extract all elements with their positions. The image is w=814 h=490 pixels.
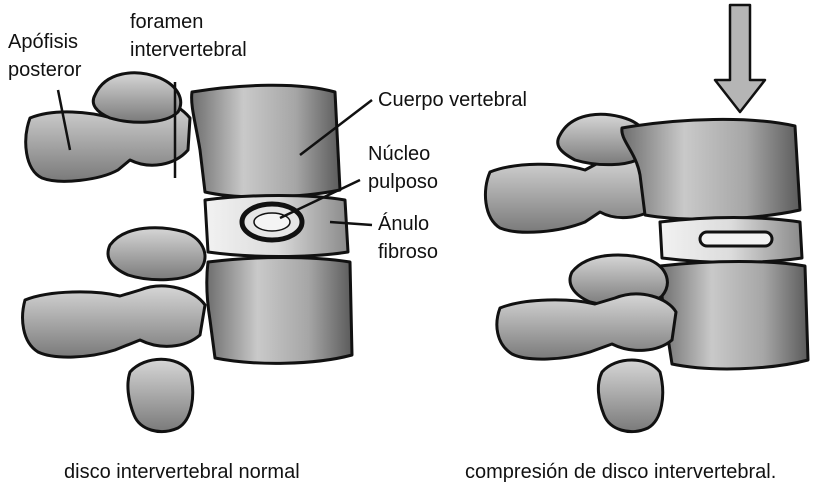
label-anulo-line1: Ánulo [378,212,429,236]
caption-normal-disc: disco intervertebral normal [64,460,300,484]
label-nucleo-line2: pulposo [368,170,438,194]
label-apofisis-line1: Apófisis [8,30,78,54]
right-inferior-knob [598,360,662,432]
caption-compressed-disc: compresión de disco intervertebral. [465,460,776,484]
left-inferior-knob [128,359,193,431]
left-spine [23,73,352,432]
label-nucleo-line1: Núcleo [368,142,430,166]
label-foramen-line2: intervertebral [130,38,247,62]
right-posterior-process-lower [497,294,676,359]
left-lower-vertebral-body [207,258,352,364]
right-posterior-process-upper [485,156,660,233]
compression-arrow-icon [715,5,765,112]
left-posterior-process-lower [23,286,205,357]
left-middle-facet [108,228,205,280]
right-spine [485,114,808,431]
label-cuerpo-vertebral: Cuerpo vertebral [378,88,527,112]
right-compressed-nucleus [700,232,772,246]
label-apofisis-line2: posteror [8,58,81,82]
right-upper-vertebral-body [622,119,800,219]
label-foramen-line1: foramen [130,10,203,34]
label-anulo-line2: fibroso [378,240,438,264]
left-superior-facet [93,73,180,122]
right-lower-vertebral-body [660,262,808,369]
